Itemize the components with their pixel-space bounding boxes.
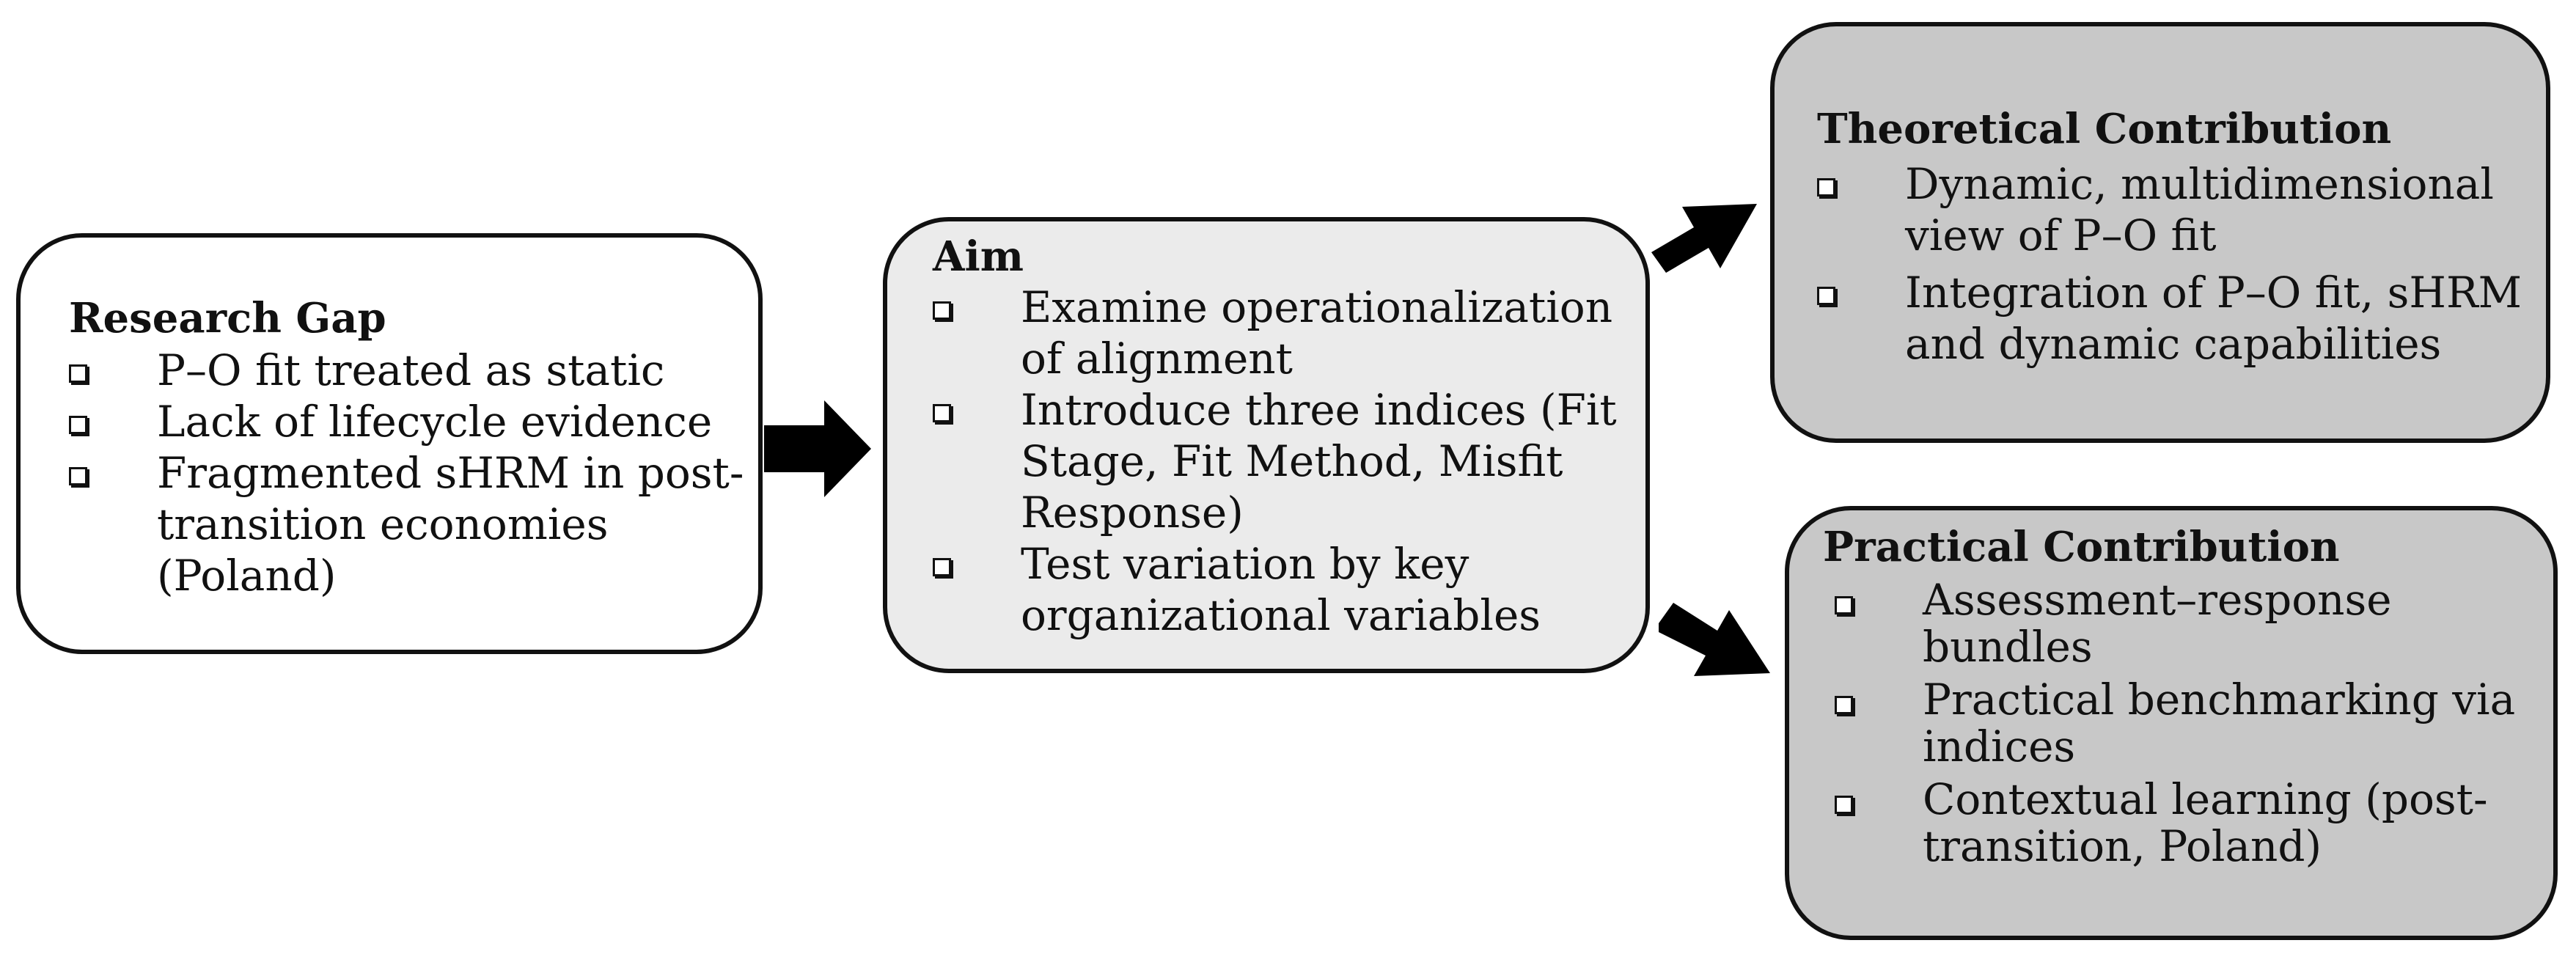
square-bullet-icon (69, 416, 87, 434)
research-gap-item-text: P–O fit treated as static (157, 345, 665, 395)
aim-item: Examine operationalization of alignment (933, 282, 1644, 384)
practical-contribution-box: Practical Contribution Assessment–respon… (1785, 506, 2558, 940)
practical-contribution-title: Practical Contribution (1823, 523, 2340, 571)
aim-item-text: Test variation by key organizational var… (1021, 539, 1541, 640)
research-gap-list: P–O fit treated as static Lack of lifecy… (69, 345, 751, 601)
research-gap-item-text: Lack of lifecycle evidence (157, 397, 713, 447)
aim-to-theory-arrow-icon (1651, 204, 1757, 273)
theoretical-contribution-list: Dynamic, multidimensional view of P–O fi… (1817, 158, 2543, 375)
practical-contribution-item-text: Practical benchmarking via indices (1923, 675, 2516, 771)
square-bullet-icon (69, 467, 87, 485)
aim-item-text: Introduce three indices (Fit Stage, Fit … (1021, 385, 1617, 537)
gap-to-aim-arrow-icon (764, 400, 871, 497)
research-gap-item-text: Fragmented sHRM in post-transition econo… (157, 448, 744, 601)
aim-title: Aim (933, 232, 1024, 281)
aim-item: Introduce three indices (Fit Stage, Fit … (933, 384, 1644, 538)
theoretical-contribution-title: Theoretical Contribution (1817, 105, 2392, 153)
aim-item-text: Examine operationalization of alignment (1021, 282, 1613, 384)
aim-to-practice-arrow-icon (1659, 603, 1770, 676)
square-bullet-icon (1835, 596, 1853, 614)
practical-contribution-item-text: Contextual learning (post-transition, Po… (1923, 774, 2488, 871)
practical-contribution-item: Practical benchmarking via indices (1835, 676, 2546, 770)
aim-list: Examine operationalization of alignment … (933, 282, 1644, 641)
square-bullet-icon (69, 364, 87, 383)
square-bullet-icon (1835, 796, 1853, 814)
research-gap-box: Research Gap P–O fit treated as static L… (16, 233, 763, 654)
square-bullet-icon (1817, 287, 1835, 305)
research-gap-item: Fragmented sHRM in post-transition econo… (69, 447, 751, 601)
practical-contribution-item: Contextual learning (post-transition, Po… (1835, 776, 2546, 870)
square-bullet-icon (933, 404, 951, 422)
square-bullet-icon (933, 558, 951, 576)
theoretical-contribution-item: Dynamic, multidimensional view of P–O fi… (1817, 158, 2543, 261)
research-gap-item: Lack of lifecycle evidence (69, 396, 751, 447)
aim-item: Test variation by key organizational var… (933, 538, 1644, 641)
practical-contribution-item-text: Assessment–response bundles (1923, 575, 2392, 672)
research-gap-title: Research Gap (69, 294, 386, 342)
theoretical-contribution-item-text: Integration of P–O fit, sHRM and dynamic… (1905, 268, 2522, 369)
practical-contribution-item: Assessment–response bundles (1835, 576, 2546, 670)
practical-contribution-list: Assessment–response bundles Practical be… (1835, 576, 2546, 876)
square-bullet-icon (1817, 178, 1835, 197)
theoretical-contribution-box: Theoretical Contribution Dynamic, multid… (1770, 22, 2550, 443)
aim-box: Aim Examine operationalization of alignm… (883, 217, 1650, 673)
square-bullet-icon (933, 301, 951, 320)
theoretical-contribution-item: Integration of P–O fit, sHRM and dynamic… (1817, 267, 2543, 370)
square-bullet-icon (1835, 696, 1853, 714)
theoretical-contribution-item-text: Dynamic, multidimensional view of P–O fi… (1905, 159, 2494, 260)
research-gap-item: P–O fit treated as static (69, 345, 751, 396)
